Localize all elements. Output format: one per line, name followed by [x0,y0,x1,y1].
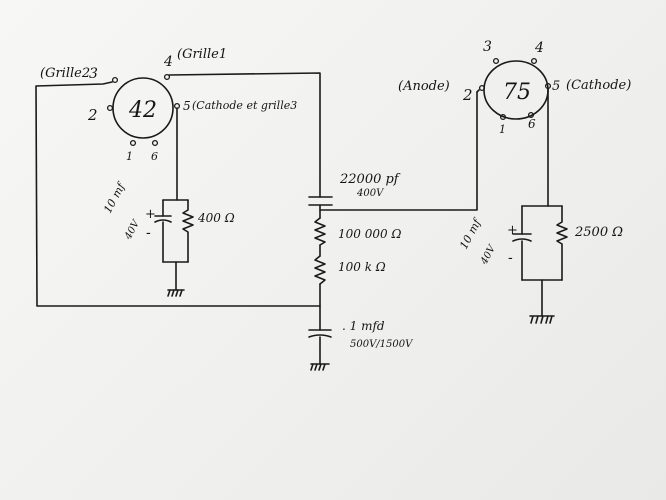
coupling-cap-voltage: 400V [356,188,385,199]
tube-42-pin-4-note: (Grille1 [177,47,227,62]
left-cathode-resistor [182,199,194,263]
coupling-network: 22000 pf 400V 100 000 Ω 100 k Ω . 1 mfd … [308,91,478,371]
tube-75-pin-6 [527,111,535,119]
left-cathode-ground [167,289,185,297]
tube-75-label: 75 [503,80,531,105]
right-cathode-cap-plate-bottom [512,238,532,242]
coupling-resistor-2-value: 100 k Ω [338,260,386,274]
tube-42-pin-3 [111,76,119,84]
tube-42: 42 3 4 2 5 1 6 (Grille2 (Grille1 (Cathod… [40,47,297,163]
coupling-cap-value: 22000 pf [339,172,401,187]
tube-75-pin-6-number: 6 [528,117,536,131]
tube-42-pin-4 [163,73,171,81]
wire-pin3-loop [35,81,321,307]
tube-42-pin-6-number: 6 [151,150,158,163]
tube-75-pin-2 [478,84,486,92]
tube-42-pin-2-number: 2 [87,106,98,124]
tube-75: 75 3 4 2 5 1 6 (Anode) (Cathode) [398,39,631,136]
left-cathode-resistor-value: 400 Ω [197,211,235,225]
bottom-ground [310,363,330,371]
tube-75-pin-2-number: 2 [462,86,473,104]
right-cathode-resistor-value: 2500 Ω [574,225,623,240]
right-cathode-cap-voltage: 40V [478,242,498,267]
wire-coupling-to-anode [319,91,478,211]
bottom-cap-value: . 1 mfd [342,319,385,333]
right-cathode-cap-value: 10 mf [457,215,484,251]
right-cathode-ground [529,315,555,324]
coupling-resistor-1-value: 100 000 Ω [338,227,401,241]
tube-75-pin-3 [492,57,500,65]
right-cathode-minus: - [508,250,513,266]
right-cathode-plus: + [507,223,518,238]
right-cathode-resistor [556,205,568,281]
tube-75-pin-4 [530,57,538,65]
tube-75-pin-3-number: 3 [483,39,492,55]
tube-42-pin-5-note: (Cathode et grille3 [192,99,297,112]
tube-75-pin-1-number: 1 [499,123,506,136]
tube-42-pin-6 [151,139,159,147]
left-cathode-cap-value: 10 mf [101,179,128,215]
tube-75-pin-4-number: 4 [534,40,544,56]
bottom-cap-plate-bottom [308,334,332,338]
bottom-cap-voltage: 500V/1500V [350,339,414,350]
left-cathode-minus: - [146,225,151,241]
coupling-resistor-1 [314,217,326,246]
left-cathode-cap-plate-bottom [154,219,172,223]
tube-42-pin-1 [129,139,137,147]
right-cathode-network: + - 10 mf 40V 2500 Ω [457,205,623,324]
tube-42-pin-2 [106,104,114,112]
tube-42-label: 42 [128,98,157,123]
tube-42-pin-3-note: (Grille2 [40,66,90,81]
tube-42-pin-3-number: 3 [89,66,98,82]
tube-75-pin-2-note: (Anode) [398,79,450,94]
tube-42-pin-5-number: 5 [183,99,191,113]
wire-pin4-to-coupling [168,72,321,198]
left-cathode-plus: + [145,207,156,222]
tube-42-pin-1-number: 1 [126,150,133,163]
tube-75-pin-5-number: 5 [552,79,560,94]
coupling-resistor-2 [314,255,326,285]
tube-75-pin-5-note: (Cathode) [566,78,631,93]
left-cathode-cap-voltage: 40V [122,217,142,242]
left-cathode-network: + - 10 mf 40V 400 Ω [101,179,235,297]
tube-42-pin-4-number: 4 [163,54,173,70]
tube-75-pin-1 [499,113,507,121]
